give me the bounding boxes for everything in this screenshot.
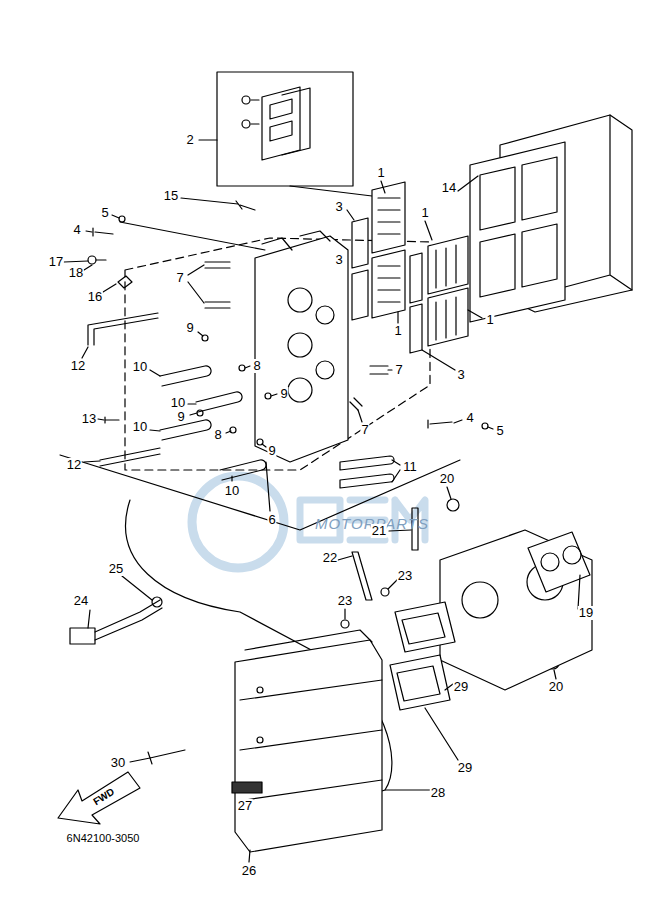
callout-number: 23 <box>397 569 413 583</box>
callout-number: 28 <box>430 786 446 800</box>
callout-number: 1 <box>376 166 385 180</box>
callout-number: 14 <box>441 181 457 195</box>
callout-number: 5 <box>495 424 504 438</box>
callout-number: 5 <box>100 206 109 220</box>
callout-number: 1 <box>420 206 429 220</box>
callout-number: 21 <box>371 524 387 538</box>
callout-number: 26 <box>241 864 257 878</box>
callout-number: 1 <box>393 324 402 338</box>
callout-number: 23 <box>337 594 353 608</box>
callout-number: 13 <box>81 412 97 426</box>
diagram-code: 6N42100-3050 <box>66 831 141 845</box>
callout-number: 1 <box>485 313 494 327</box>
callout-number: 30 <box>110 756 126 770</box>
callout-number: 20 <box>548 680 564 694</box>
callout-number: 15 <box>163 189 179 203</box>
callout-number: 2 <box>185 133 194 147</box>
callout-number: 16 <box>87 290 103 304</box>
callout-number: 3 <box>334 200 343 214</box>
callout-number: 11 <box>402 460 418 474</box>
callout-number: 12 <box>70 359 86 373</box>
callout-number: 7 <box>394 363 403 377</box>
callout-number: 27 <box>237 799 253 813</box>
callout-number: 4 <box>465 411 474 425</box>
callout-number: 10 <box>224 484 240 498</box>
callout-number: 29 <box>453 680 469 694</box>
callout-number: 12 <box>66 458 82 472</box>
callout-number: 4 <box>72 223 81 237</box>
callout-number: 3 <box>334 253 343 267</box>
callout-number: 17 <box>48 255 64 269</box>
callout-number: 9 <box>279 387 288 401</box>
callout-number: 7 <box>175 271 184 285</box>
callout-number: 7 <box>360 423 369 437</box>
callout-number: 10 <box>132 420 148 434</box>
callout-number: 8 <box>213 428 222 442</box>
callout-number: 3 <box>456 368 465 382</box>
callout-number: 22 <box>322 551 338 565</box>
callout-number: 18 <box>68 266 84 280</box>
callout-number: 9 <box>267 444 276 458</box>
callout-number: 6 <box>267 513 276 527</box>
callout-number: 10 <box>170 396 186 410</box>
callout-number: 19 <box>578 606 594 620</box>
callout-number: 24 <box>73 594 89 608</box>
callout-number: 29 <box>457 761 473 775</box>
callout-number: 9 <box>185 321 194 335</box>
callout-number: 10 <box>132 360 148 374</box>
callout-number: 8 <box>252 359 261 373</box>
callout-number: 9 <box>176 410 185 424</box>
callout-number: 25 <box>108 562 124 576</box>
callout-number: 20 <box>439 472 455 486</box>
